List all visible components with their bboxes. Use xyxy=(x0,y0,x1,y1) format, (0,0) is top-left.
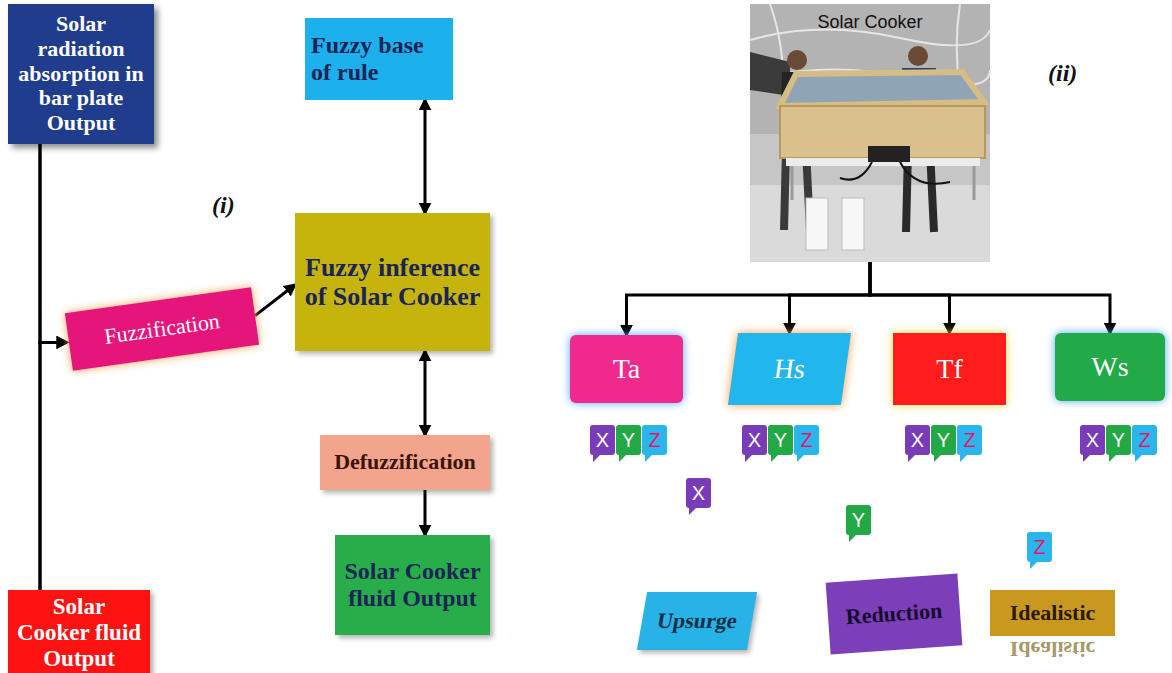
process-box: Reduction xyxy=(826,573,963,654)
node-text: Z xyxy=(800,429,812,451)
node-text: Upsurge xyxy=(655,609,739,634)
stool xyxy=(842,198,864,250)
node-text: Y xyxy=(622,429,635,451)
node-text: X xyxy=(748,429,761,451)
process-box: Solar radiation absorption in bar plate … xyxy=(8,4,154,144)
process-box: Ws xyxy=(1055,333,1165,401)
process-box: Upsurge xyxy=(637,592,757,650)
node-text: X xyxy=(1086,429,1099,451)
tag-box: X xyxy=(590,425,615,455)
node-text: X xyxy=(596,429,609,451)
node-text: Y xyxy=(1112,429,1125,451)
process-box: Solar Cooker fluid Output xyxy=(8,590,150,673)
stool xyxy=(806,198,828,250)
node-text: Y xyxy=(852,509,865,531)
cooker-glass xyxy=(780,72,984,106)
process-box: Fuzzy inference of Solar Cooker xyxy=(295,213,490,351)
node-text: Z xyxy=(963,429,975,451)
connector-arrow xyxy=(40,144,67,342)
tag-box: Y xyxy=(768,425,793,455)
tag-box: Y xyxy=(846,505,871,535)
process-box: Solar Cooker fluid Output xyxy=(335,535,490,635)
process-box: Tf xyxy=(893,333,1006,405)
connector-arrow xyxy=(40,342,67,590)
connector-arrow xyxy=(627,262,871,335)
node-text: Ws xyxy=(1091,351,1128,382)
connector-arrow xyxy=(424,490,427,535)
connector-arrow xyxy=(870,262,950,333)
tag-box: Z xyxy=(1132,425,1157,455)
panel-label: (ii) xyxy=(1048,60,1077,87)
process-box: Ta xyxy=(570,335,683,403)
process-box: Idealistic xyxy=(990,590,1115,636)
tag-box: Y xyxy=(1106,425,1131,455)
node-text: Solar Cooker xyxy=(817,12,922,32)
process-box: Fuzzification xyxy=(65,287,259,371)
tag-box: X xyxy=(686,478,711,508)
connector-arrow xyxy=(255,285,295,316)
logger-device xyxy=(868,146,910,162)
tag-box: Y xyxy=(931,425,956,455)
tag-box: Y xyxy=(616,425,641,455)
node-text: Ta xyxy=(613,353,641,384)
node-text: Hs xyxy=(772,353,808,384)
node-text: X xyxy=(911,429,924,451)
panel-label: (i) xyxy=(212,192,235,219)
node-text: Y xyxy=(774,429,787,451)
person-head xyxy=(908,46,928,66)
node-text: Z xyxy=(648,429,660,451)
node-text: Fuzzy inference of Solar Cooker xyxy=(301,253,484,311)
tag-box: Z xyxy=(957,425,982,455)
node-text: Solar Cooker fluid Output xyxy=(341,558,484,612)
tag-box: Z xyxy=(794,425,819,455)
node-text: Fuzzy base of rule xyxy=(311,32,447,86)
reflection-text: Idealistic xyxy=(990,636,1115,661)
node-text: Y xyxy=(937,429,950,451)
node-text: Z xyxy=(1033,536,1045,558)
cables xyxy=(840,162,950,184)
photo-frame: Solar Cooker xyxy=(750,4,990,262)
connector-arrow xyxy=(424,100,427,213)
connector-arrow xyxy=(870,262,1110,333)
person-head xyxy=(787,50,807,70)
node-text: X xyxy=(692,482,705,504)
node-text: Defuzzification xyxy=(334,450,476,475)
node-text: Solar radiation absorption in bar plate … xyxy=(14,12,148,135)
photo-ground xyxy=(750,4,990,262)
node-text: Fuzzification xyxy=(103,309,221,350)
tag-box: Z xyxy=(642,425,667,455)
tag-box: Z xyxy=(1027,532,1052,562)
tag-box: X xyxy=(905,425,930,455)
connector-arrow xyxy=(790,262,871,333)
tag-box: X xyxy=(1080,425,1105,455)
process-box: Fuzzy base of rule xyxy=(305,18,453,100)
process-box: Hs xyxy=(728,333,851,405)
node-text: Idealistic xyxy=(1010,601,1096,626)
node-text: Tf xyxy=(936,353,962,384)
node-text: Reduction xyxy=(845,598,943,629)
connector-arrow xyxy=(424,351,427,435)
node-text: Solar Cooker fluid Output xyxy=(14,594,144,671)
process-box: Defuzzification xyxy=(320,435,490,490)
node-text: Z xyxy=(1138,429,1150,451)
tag-box: X xyxy=(742,425,767,455)
table-legs xyxy=(792,166,974,200)
